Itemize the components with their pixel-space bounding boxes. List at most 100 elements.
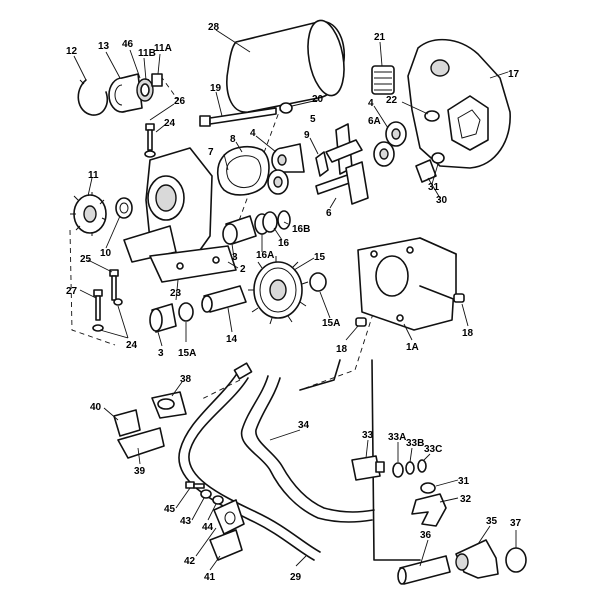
elbow-32[interactable] xyxy=(411,493,447,527)
callout-10: 10 xyxy=(100,248,112,259)
callout-33b: 33B xyxy=(406,438,424,449)
callout-13: 13 xyxy=(98,41,110,52)
bolt-45[interactable] xyxy=(185,481,205,489)
callout-39: 39 xyxy=(134,466,146,477)
bushing-16a[interactable] xyxy=(254,211,278,235)
callout-20: 20 xyxy=(312,94,324,105)
callout-37: 37 xyxy=(510,518,522,529)
washer-44[interactable] xyxy=(212,495,224,505)
fitting-30[interactable] xyxy=(415,159,437,183)
callout-40: 40 xyxy=(90,402,102,413)
o-ring-33c[interactable] xyxy=(417,459,427,473)
callout-3-upper: 3 xyxy=(232,252,238,263)
gasket-8[interactable] xyxy=(216,145,270,196)
snap-ring-12[interactable] xyxy=(77,79,108,116)
ring-15a-lower[interactable] xyxy=(178,302,194,322)
washer-43[interactable] xyxy=(200,489,212,499)
callout-21: 21 xyxy=(374,32,386,43)
bolt-25[interactable] xyxy=(109,269,123,306)
callout-45: 45 xyxy=(164,504,176,515)
callout-15a-right: 15A xyxy=(322,318,340,329)
gear-11[interactable] xyxy=(70,192,107,236)
threaded-fitting-21[interactable] xyxy=(371,65,395,95)
callout-23: 23 xyxy=(170,288,182,299)
pump-housing-7[interactable] xyxy=(123,147,237,283)
pump-body-1a[interactable] xyxy=(357,237,457,331)
callout-27: 27 xyxy=(66,286,78,297)
o-ring-22[interactable] xyxy=(424,110,440,122)
fitting-35[interactable] xyxy=(455,539,499,579)
callout-labels: 12 13 46 11B 11A 26 28 21 17 19 20 22 24… xyxy=(66,22,522,583)
callout-35: 35 xyxy=(486,516,498,527)
cover-plate-17[interactable] xyxy=(407,38,511,169)
dowel-18-right[interactable] xyxy=(453,293,465,303)
bushing-3-lower[interactable] xyxy=(149,303,177,333)
callout-16a: 16A xyxy=(256,250,274,261)
clamp-42[interactable] xyxy=(213,499,245,535)
o-ring-31-lower[interactable] xyxy=(420,482,436,494)
gear-shaft-5[interactable] xyxy=(325,123,363,175)
callout-28: 28 xyxy=(208,22,220,33)
callout-29: 29 xyxy=(290,572,302,583)
shaft-6[interactable] xyxy=(315,161,369,205)
pin-14[interactable] xyxy=(201,285,247,313)
seal-13[interactable] xyxy=(108,73,143,113)
dowel-18-lower[interactable] xyxy=(355,317,367,327)
nut-11a[interactable] xyxy=(151,73,163,87)
callout-34: 34 xyxy=(298,420,310,431)
callout-16b: 16B xyxy=(292,224,310,235)
callout-5: 5 xyxy=(310,114,316,125)
callout-38: 38 xyxy=(180,374,192,385)
hose-29[interactable] xyxy=(178,362,321,561)
o-ring-31[interactable] xyxy=(431,152,445,164)
callout-33a: 33A xyxy=(388,432,406,443)
key-9[interactable] xyxy=(315,151,329,177)
callout-36: 36 xyxy=(420,530,432,541)
callout-30: 30 xyxy=(436,195,448,206)
bushing-3-upper[interactable] xyxy=(222,215,257,245)
bearing-11b[interactable] xyxy=(136,78,154,102)
bracket-39[interactable] xyxy=(117,427,165,459)
callout-18-right: 18 xyxy=(462,328,474,339)
callout-31-lower: 31 xyxy=(458,476,470,487)
ring-15a-upper[interactable] xyxy=(309,272,327,292)
o-ring-37[interactable] xyxy=(505,547,527,573)
o-ring-33b[interactable] xyxy=(405,461,415,475)
callout-18-lower: 18 xyxy=(336,344,348,355)
gear-15[interactable] xyxy=(248,256,309,325)
callout-15a-lower: 15A xyxy=(178,348,196,359)
callout-2: 2 xyxy=(240,264,246,275)
fitting-33[interactable] xyxy=(351,455,385,481)
callout-26: 26 xyxy=(174,96,186,107)
callout-1a: 1A xyxy=(406,342,419,353)
o-ring-33a[interactable] xyxy=(392,462,404,478)
callout-33c: 33C xyxy=(424,444,442,455)
callout-11b: 11B xyxy=(138,48,156,59)
filter-canister-28[interactable] xyxy=(226,18,350,113)
bolt-19[interactable] xyxy=(199,107,277,127)
callout-24-lower: 24 xyxy=(126,340,138,351)
callout-3-lower: 3 xyxy=(158,348,164,359)
callout-22: 22 xyxy=(386,95,398,106)
ring-16b[interactable] xyxy=(277,210,291,230)
seal-10[interactable] xyxy=(115,197,133,219)
callout-19: 19 xyxy=(210,83,222,94)
sleeve-36[interactable] xyxy=(397,555,451,585)
callout-15: 15 xyxy=(314,252,326,263)
leader-lines xyxy=(73,29,517,571)
tube-long[interactable] xyxy=(299,359,421,561)
hose-34[interactable] xyxy=(240,375,375,523)
bracket-38[interactable] xyxy=(151,391,187,419)
washer-20[interactable] xyxy=(279,102,293,114)
bushing-4-left[interactable] xyxy=(267,143,305,195)
clamp-41[interactable] xyxy=(209,529,243,561)
callout-31-top: 31 xyxy=(428,182,440,193)
bolt-24-top[interactable] xyxy=(144,123,156,158)
bolt-27[interactable] xyxy=(92,289,104,332)
callout-32: 32 xyxy=(460,494,472,505)
bushing-6a[interactable] xyxy=(373,121,407,167)
callout-12: 12 xyxy=(66,46,78,57)
callout-9: 9 xyxy=(304,130,310,141)
clip-40[interactable] xyxy=(113,409,141,437)
